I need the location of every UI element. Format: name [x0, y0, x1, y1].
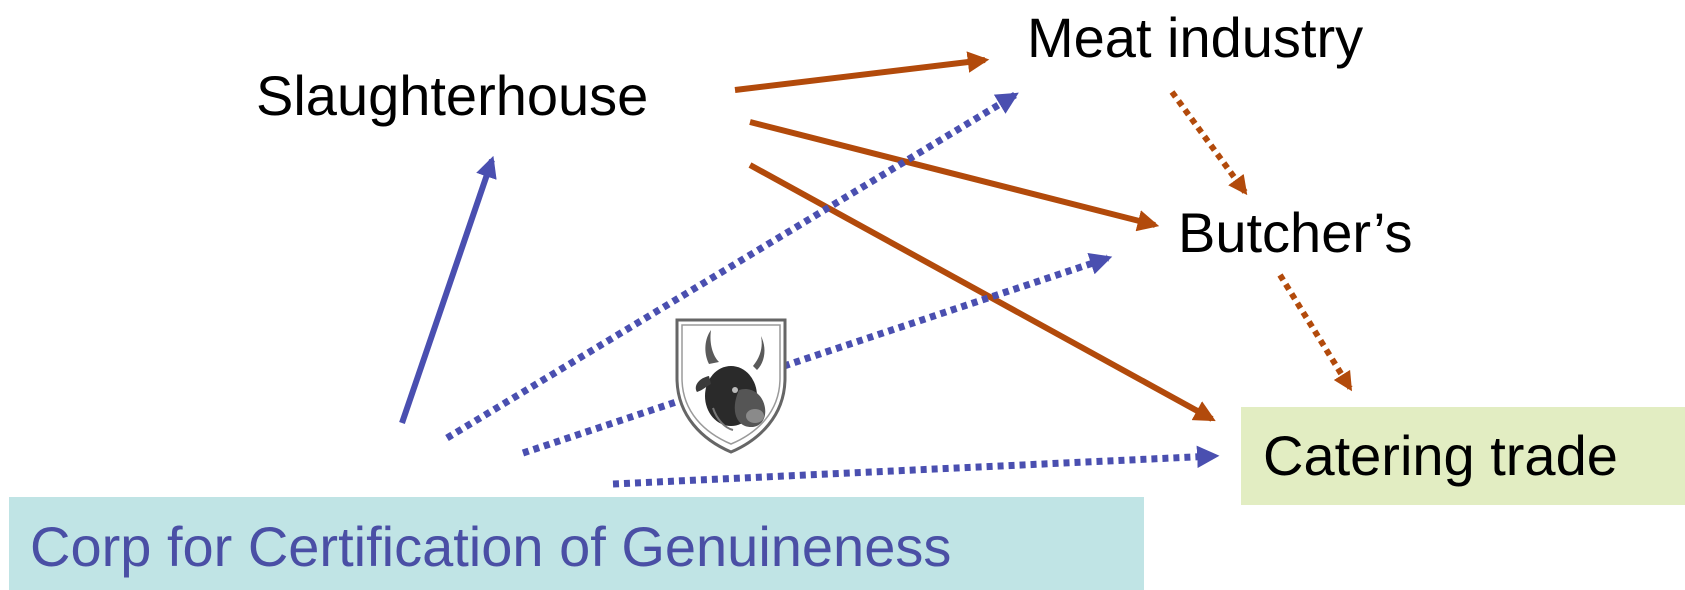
node-butchers: Butcher’s	[1178, 201, 1413, 264]
arrow-slaughterhouse-to-catering	[748, 162, 1216, 422]
arrow-slaughterhouse-to-meat-industry	[734, 51, 990, 93]
node-meat-industry: Meat industry	[1027, 6, 1364, 69]
node-certification-corp-box: Corp for Certification of Genuineness	[9, 497, 1144, 590]
arrow-corp-to-meat-industry	[445, 92, 1019, 441]
arrow-corp-to-butchers	[521, 253, 1113, 457]
arrow-butchers-to-catering	[1277, 273, 1353, 392]
node-catering-trade-box: Catering trade	[1241, 407, 1685, 505]
arrow-corp-to-slaughterhouse	[399, 155, 497, 424]
arrow-slaughterhouse-to-butchers	[749, 119, 1160, 232]
node-certification-corp-label: Corp for Certification of Genuineness	[30, 515, 952, 578]
node-slaughterhouse: Slaughterhouse	[256, 64, 649, 127]
arrow-corp-to-catering	[612, 445, 1220, 488]
arrow-meat-industry-to-butchers	[1169, 90, 1248, 196]
bull-head-shield-icon	[675, 318, 787, 454]
node-catering-trade-label: Catering trade	[1263, 424, 1618, 487]
